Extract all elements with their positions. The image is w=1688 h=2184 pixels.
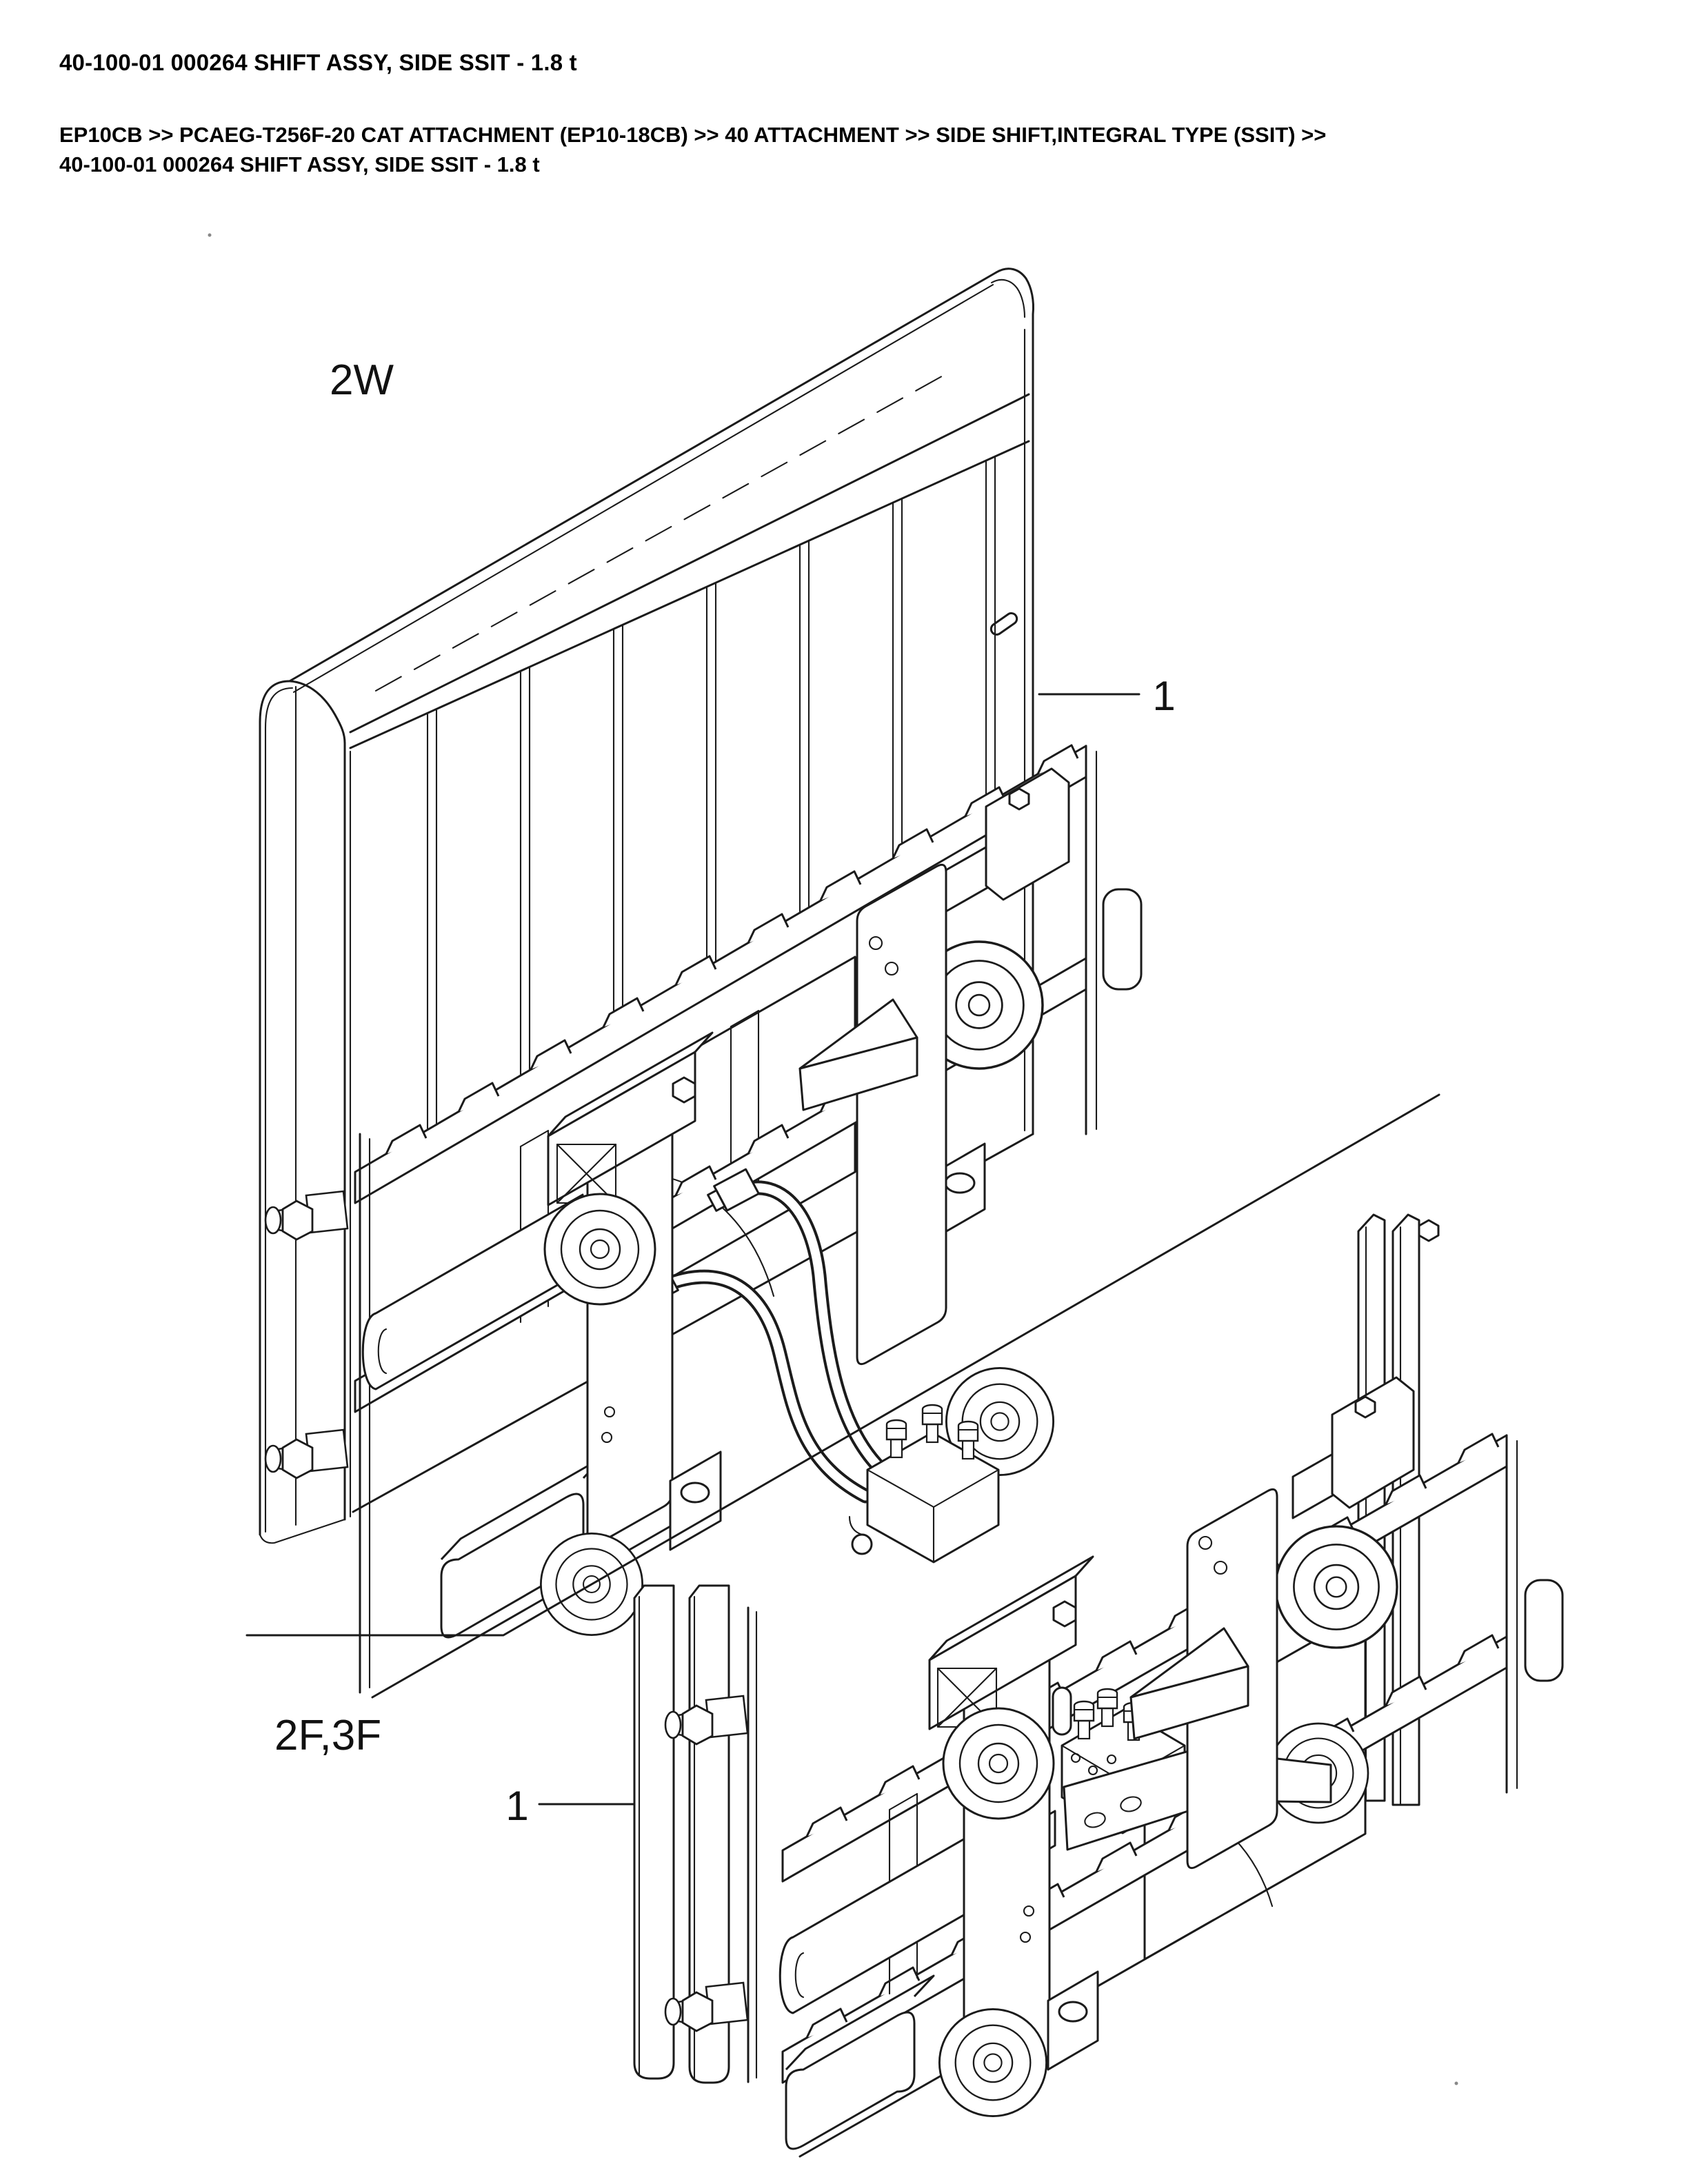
figure-label-2w: 2W bbox=[330, 356, 394, 404]
scan-speck-bottom bbox=[1454, 2081, 1458, 2085]
breadcrumb-line-1[interactable]: EP10CB >> PCAEG-T256F-20 CAT ATTACHMENT … bbox=[59, 123, 1327, 147]
scan-speck-top bbox=[208, 233, 212, 237]
callout-1-top: 1 bbox=[1038, 673, 1176, 719]
backrest-slats bbox=[426, 455, 996, 1131]
page-title: 40-100-01 000264 SHIFT ASSY, SIDE SSIT -… bbox=[59, 50, 577, 75]
right-roller-plate-2f bbox=[1129, 1488, 1278, 1870]
callout-1-bottom: 1 bbox=[505, 1783, 636, 1829]
hydraulic-manifold bbox=[848, 1404, 1000, 1564]
right-roller-plate bbox=[798, 863, 947, 1366]
left-roller-plate bbox=[547, 1031, 722, 1551]
divider-line bbox=[245, 1093, 1440, 1637]
left-roller-plate-2f bbox=[928, 1555, 1099, 2106]
breadcrumb-line-2[interactable]: 40-100-01 000264 SHIFT ASSY, SIDE SSIT -… bbox=[59, 152, 540, 176]
assembly-2w: 2W 1 bbox=[259, 267, 1176, 1699]
figure-label-2f3f: 2F,3F bbox=[274, 1712, 381, 1759]
callout-label-bottom[interactable]: 1 bbox=[505, 1783, 528, 1829]
side-shift-carriage bbox=[264, 744, 1143, 1699]
assembly-2f3f: 2F,3F 1 bbox=[274, 1213, 1564, 2158]
callout-label-top[interactable]: 1 bbox=[1152, 673, 1175, 719]
breadcrumb: EP10CB >> PCAEG-T256F-20 CAT ATTACHMENT … bbox=[59, 120, 1645, 179]
